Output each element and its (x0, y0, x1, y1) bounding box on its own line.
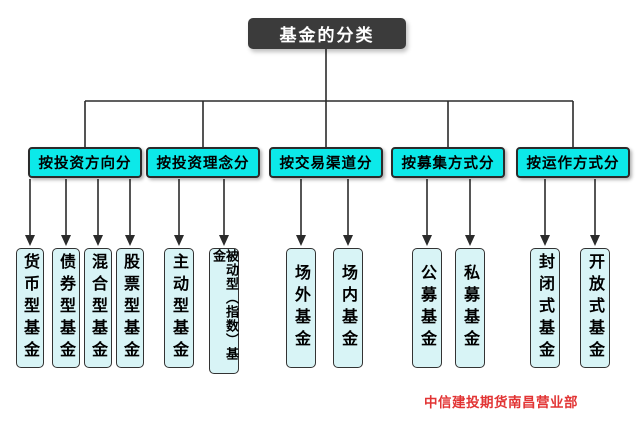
root-node-fund-classification: 基金的分类 (248, 18, 406, 49)
leaf-label: 货币型基金 (21, 253, 40, 363)
footer-watermark: 中信建投期货南昌营业部 (424, 395, 578, 411)
leaf-passive-index-fund: 被动型（指数）基金 (209, 248, 239, 374)
category-label: 按运作方式分 (526, 156, 620, 172)
leaf-label: 股票型基金 (121, 253, 140, 363)
leaf-label: 债券型基金 (57, 253, 76, 363)
leaf-monetary-fund: 货币型基金 (16, 248, 44, 368)
leaf-private-offering-fund: 私募基金 (455, 248, 485, 368)
leaf-bond-fund: 债券型基金 (52, 248, 80, 368)
category-by-investment-direction: 按投资方向分 (28, 147, 142, 178)
leaf-exchange-fund: 场内基金 (333, 248, 363, 368)
leaf-hybrid-fund: 混合型基金 (84, 248, 112, 368)
leaf-equity-fund: 股票型基金 (116, 248, 144, 368)
category-label: 按募集方式分 (401, 156, 495, 172)
leaf-public-offering-fund: 公募基金 (412, 248, 442, 368)
leaf-label: 封闭式基金 (536, 253, 555, 363)
connector-arrows (25, 179, 600, 246)
leaf-label: 开放式基金 (586, 253, 605, 363)
category-by-trading-channel: 按交易渠道分 (269, 147, 383, 178)
tree-branch-lines (84, 49, 574, 147)
leaf-active-fund: 主动型基金 (164, 248, 194, 368)
leaf-otc-fund: 场外基金 (286, 248, 316, 368)
category-label: 按投资方向分 (38, 156, 132, 172)
category-by-investment-philosophy: 按投资理念分 (146, 147, 260, 178)
leaf-label: 公募基金 (418, 264, 437, 352)
root-node-label: 基金的分类 (279, 26, 375, 46)
leaf-label: 混合型基金 (89, 253, 108, 363)
leaf-label: 场外基金 (292, 264, 311, 352)
leaf-label: 被动型（指数）基金 (210, 249, 238, 361)
leaf-open-end-fund: 开放式基金 (580, 248, 610, 368)
leaf-label: 场内基金 (339, 264, 358, 352)
leaf-closed-end-fund: 封闭式基金 (530, 248, 560, 368)
leaf-label: 主动型基金 (170, 253, 189, 363)
category-by-operation-mode: 按运作方式分 (516, 147, 630, 178)
category-by-fundraising-method: 按募集方式分 (391, 147, 505, 178)
leaf-label: 私募基金 (461, 264, 480, 352)
category-label: 按交易渠道分 (279, 156, 373, 172)
category-label: 按投资理念分 (156, 156, 250, 172)
